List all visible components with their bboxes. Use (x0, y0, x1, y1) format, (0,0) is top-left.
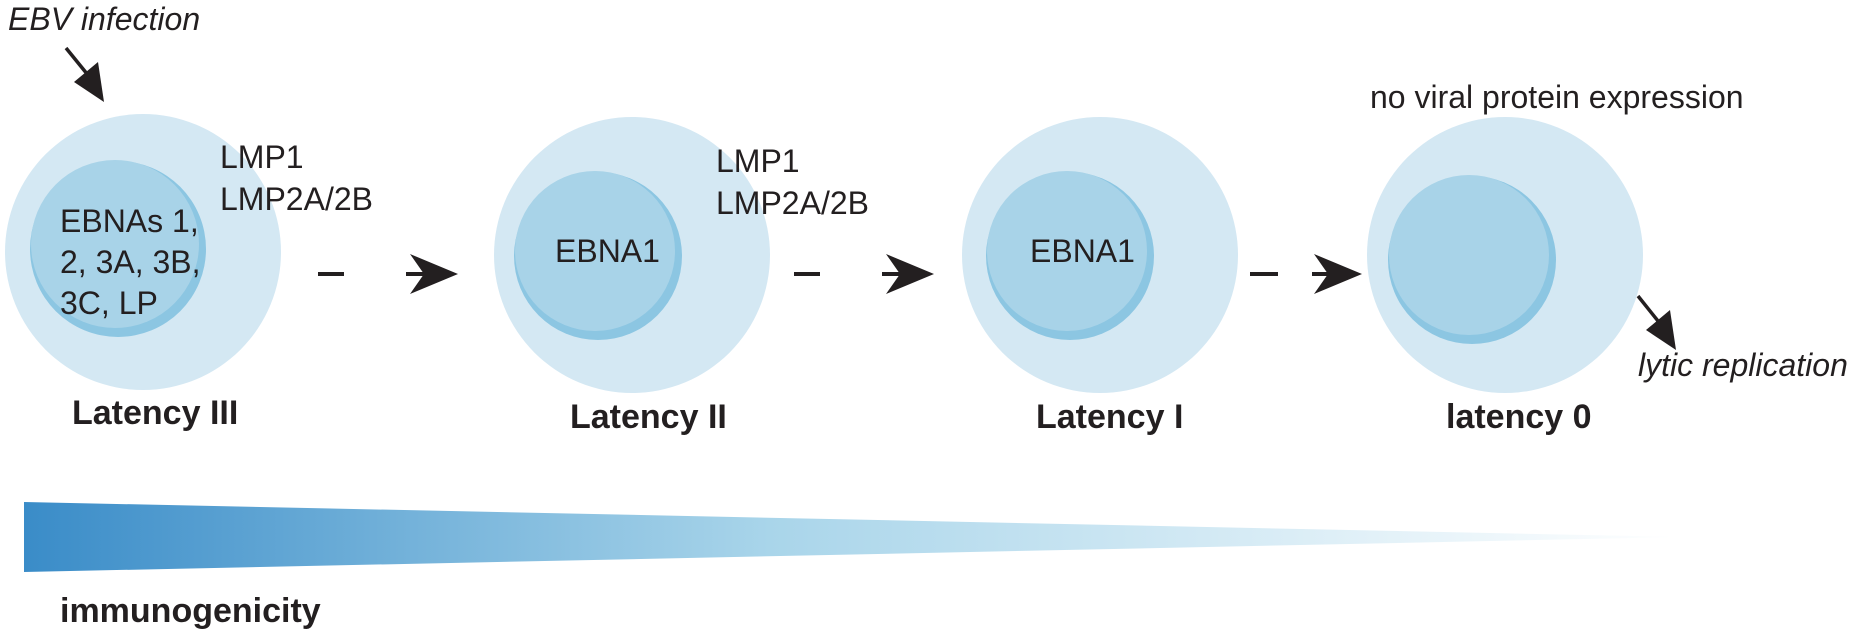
ebv-infection-label: EBV infection (8, 1, 200, 37)
infection-arrow-icon (64, 46, 104, 102)
stage-label-latency-ii: Latency II (570, 398, 727, 436)
transition-arrow-icon-3 (1250, 254, 1362, 294)
lytic-arrow-icon (1636, 294, 1676, 350)
membrane-text-latency-iii: LMP1 LMP2A/2B (220, 139, 373, 217)
membrane-text-latency-ii: LMP1 LMP2A/2B (716, 143, 869, 221)
immunogenicity-gradient-wedge (24, 502, 1680, 572)
transition-arrow-icon-1 (318, 254, 458, 294)
lytic-replication-label: lytic replication (1638, 347, 1848, 383)
transition-arrow-icon-2 (794, 254, 934, 294)
cell-latency-ii (494, 117, 770, 393)
cell-latency-i (962, 117, 1238, 393)
cell-latency-iii (5, 114, 281, 390)
immunogenicity-label: immunogenicity (60, 592, 321, 630)
no-expression-label: no viral protein expression (1370, 79, 1744, 115)
stage-label-latency-iii: Latency III (72, 394, 238, 432)
cell-latency-0 (1367, 117, 1643, 393)
stage-label-latency-i: Latency I (1036, 398, 1183, 436)
nucleus-text-latency-iii: EBNAs 1, 2, 3A, 3B, 3C, LP (60, 203, 209, 321)
nucleus-text-latency-i: EBNA1 (1030, 233, 1135, 269)
stage-label-latency-0: latency 0 (1446, 398, 1592, 436)
nucleus-text-latency-ii: EBNA1 (555, 233, 660, 269)
